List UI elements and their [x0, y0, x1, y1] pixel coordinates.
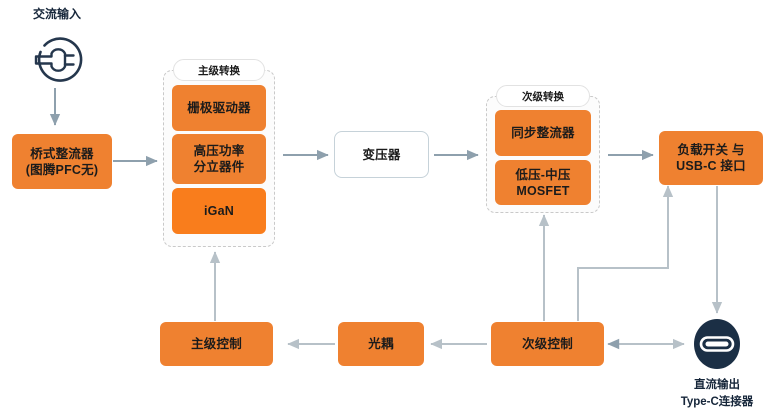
secondary-control-label: 次级控制 — [522, 337, 573, 351]
secondary-group-label-text: 次级转换 — [522, 90, 564, 103]
igan-node[interactable]: iGaN — [172, 188, 266, 234]
load-switch-usbc-node[interactable]: 负载开关 与 USB-C 接口 — [659, 131, 763, 185]
dc-output-caption: 直流输出 Type-C连接器 — [647, 377, 780, 412]
secondary-control-node[interactable]: 次级控制 — [491, 322, 604, 366]
primary-group-label-text: 主级转换 — [198, 64, 240, 77]
load-switch-line2: USB-C 接口 — [676, 159, 746, 173]
sync-rectifier-node[interactable]: 同步整流器 — [495, 110, 591, 156]
usb-type-c-icon[interactable] — [691, 318, 743, 370]
lv-mv-mosfet-line1: 低压-中压 — [515, 167, 571, 182]
primary-conversion-group-label: 主级转换 — [173, 59, 265, 81]
hv-power-discrete-line1: 高压功率 — [193, 144, 245, 158]
dc-output-line2: Type-C连接器 — [680, 396, 754, 409]
ac-input-caption: 交流输入 — [32, 7, 81, 21]
bridge-rectifier-node[interactable]: 桥式整流器 (图腾PFC无) — [12, 134, 112, 189]
lv-mv-mosfet-line2: MOSFET — [516, 183, 570, 198]
optocoupler-label: 光耦 — [368, 337, 394, 351]
load-switch-line1: 负载开关 与 — [677, 143, 745, 157]
power-plug-icon — [27, 32, 83, 88]
igan-label: iGaN — [204, 204, 234, 218]
bridge-rectifier-line1: 桥式整流器 — [30, 146, 94, 161]
lv-mv-mosfet-node[interactable]: 低压-中压 MOSFET — [495, 160, 591, 205]
transformer-node[interactable]: 变压器 — [334, 131, 429, 178]
primary-control-node[interactable]: 主级控制 — [160, 322, 273, 366]
sync-rectifier-label: 同步整流器 — [511, 126, 575, 140]
bridge-rectifier-line2: (图腾PFC无) — [25, 162, 99, 177]
gate-driver-label: 栅极驱动器 — [187, 101, 251, 115]
dc-output-line1: 直流输出 — [694, 379, 740, 391]
optocoupler-node[interactable]: 光耦 — [338, 322, 424, 366]
hv-power-discrete-line2: 分立器件 — [193, 160, 245, 174]
transformer-label: 变压器 — [362, 147, 401, 162]
primary-control-label: 主级控制 — [191, 337, 242, 351]
hv-power-discrete-node[interactable]: 高压功率 分立器件 — [172, 134, 266, 184]
secondary-conversion-group-label: 次级转换 — [496, 85, 590, 107]
gate-driver-node[interactable]: 栅极驱动器 — [172, 85, 266, 131]
